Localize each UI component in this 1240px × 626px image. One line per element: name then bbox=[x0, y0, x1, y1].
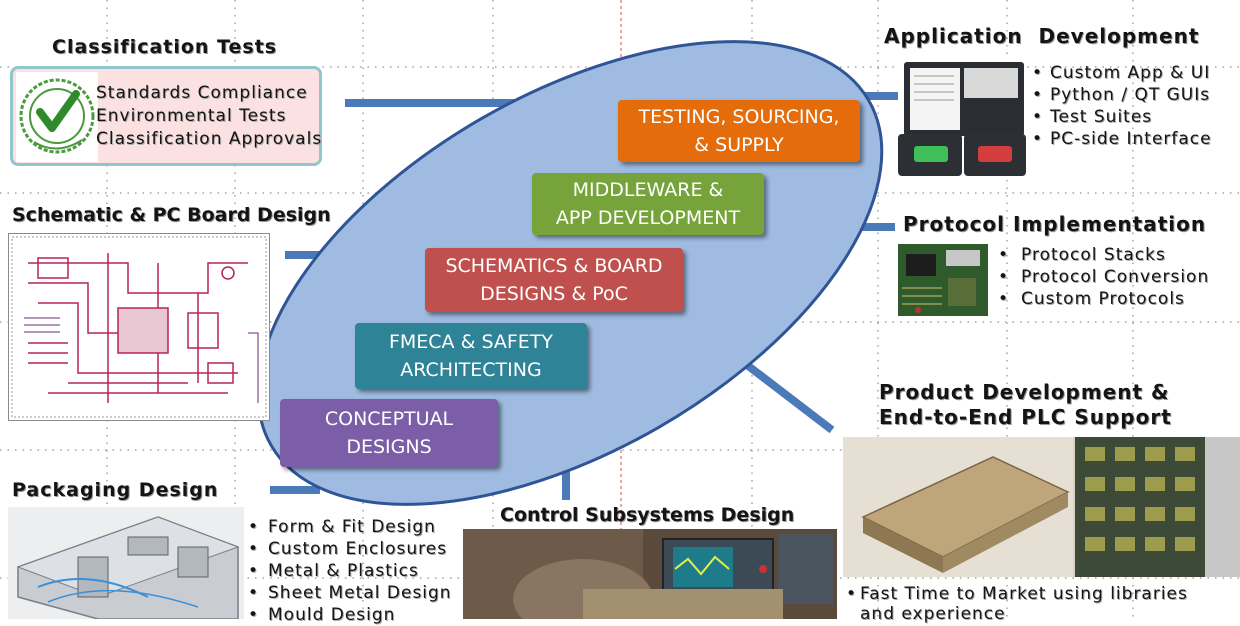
product-title-line2: End-to-End PLC Support bbox=[879, 405, 1172, 429]
classification-item: Standards Compliance bbox=[96, 83, 308, 103]
application-title: Application Development bbox=[884, 24, 1200, 48]
circuit-schematic-icon bbox=[8, 233, 270, 421]
product-title-line1: Product Development & bbox=[879, 380, 1170, 404]
packaging-list: •Form & Fit Design •Custom Enclosures •M… bbox=[248, 516, 452, 626]
step-fmeca-safety-architecting: FMECA & SAFETY ARCHITECTING bbox=[355, 323, 587, 389]
classification-list: Standards Compliance Environmental Tests… bbox=[96, 82, 322, 151]
protocol-title: Protocol Implementation bbox=[903, 212, 1207, 236]
protocol-item: •Protocol Stacks bbox=[998, 245, 1166, 265]
product-item: •Fast Time to Market using libraries bbox=[846, 584, 1188, 604]
protocol-list: •Protocol Stacks •Protocol Conversion •C… bbox=[998, 244, 1209, 310]
step-middleware-app-development: MIDDLEWARE & APP DEVELOPMENT bbox=[532, 173, 764, 235]
product-chassis-photo-icon bbox=[843, 437, 1240, 577]
schematic-title: Schematic & PC Board Design bbox=[12, 204, 331, 226]
lab-bench-photo-icon bbox=[463, 529, 837, 619]
product-list: •Fast Time to Market using libraries and… bbox=[846, 584, 1188, 624]
application-item: •PC-side Interface bbox=[1032, 129, 1212, 149]
control-title: Control Subsystems Design bbox=[500, 504, 795, 526]
protocol-item: •Custom Protocols bbox=[998, 289, 1185, 309]
step-schematics-board-designs: SCHEMATICS & BOARD DESIGNS & PoC bbox=[425, 248, 683, 312]
packaging-item: •Sheet Metal Design bbox=[248, 583, 452, 603]
application-item: •Python / QT GUIs bbox=[1032, 85, 1211, 105]
approved-seal-icon bbox=[16, 72, 98, 162]
step-conceptual-designs: CONCEPTUAL DESIGNS bbox=[280, 399, 498, 467]
packaging-item: •Metal & Plastics bbox=[248, 561, 419, 581]
gui-screens-icon bbox=[898, 60, 1026, 177]
application-item: •Test Suites bbox=[1032, 107, 1153, 127]
packaging-title: Packaging Design bbox=[12, 479, 219, 501]
classification-tests-title: Classification Tests bbox=[52, 36, 278, 58]
packaging-item: •Custom Enclosures bbox=[248, 539, 448, 559]
packaging-item: •Mould Design bbox=[248, 605, 396, 625]
classification-item: Classification Approvals bbox=[96, 129, 323, 149]
packaging-item: •Form & Fit Design bbox=[248, 517, 436, 537]
application-item: •Custom App & UI bbox=[1032, 63, 1211, 83]
product-item: and experience bbox=[860, 604, 1006, 624]
protocol-item: •Protocol Conversion bbox=[998, 267, 1210, 287]
step-testing-sourcing-supply: TESTING, SOURCING, & SUPPLY bbox=[618, 100, 860, 162]
enclosure-cad-icon bbox=[8, 507, 244, 619]
circuit-board-photo-icon bbox=[898, 244, 988, 316]
classification-item: Environmental Tests bbox=[96, 106, 287, 126]
application-list: •Custom App & UI •Python / QT GUIs •Test… bbox=[1032, 62, 1212, 150]
